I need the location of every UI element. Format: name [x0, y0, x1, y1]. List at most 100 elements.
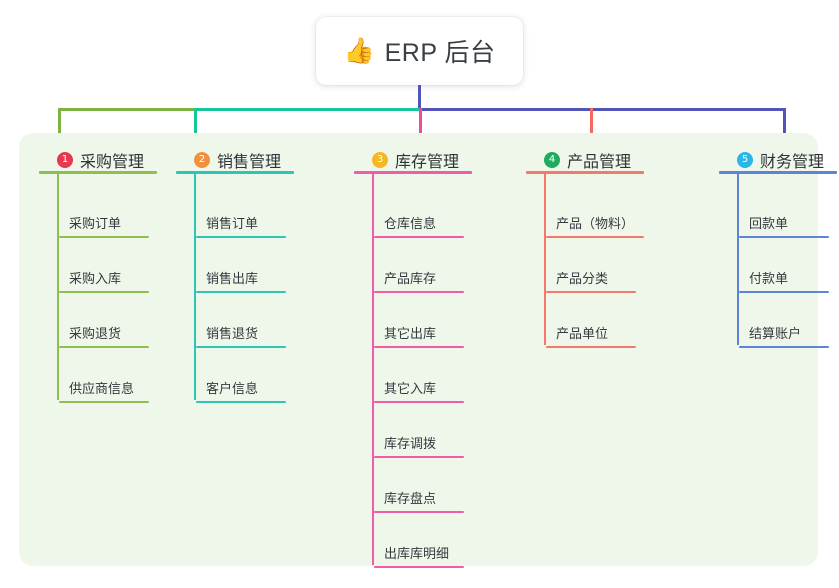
branch-title: 销售管理 — [217, 154, 282, 171]
branch-trunk — [737, 171, 739, 345]
leaf-rule — [196, 236, 286, 238]
leaf-rule — [59, 236, 149, 238]
leaf-label: 销售退货 — [206, 326, 259, 341]
leaf-label: 产品分类 — [556, 271, 609, 286]
leaf-item[interactable]: 销售订单 — [196, 213, 286, 238]
leaf-label: 供应商信息 — [69, 381, 135, 396]
leaf-label: 采购订单 — [69, 216, 122, 231]
branch-drop-2 — [194, 108, 197, 141]
root-stem-connector — [418, 85, 421, 111]
leaf-rule — [374, 236, 464, 238]
leaf-item[interactable]: 产品单位 — [546, 323, 636, 348]
leaf-item[interactable]: 销售退货 — [196, 323, 286, 348]
leaf-label: 产品（物料） — [556, 216, 635, 231]
leaf-item[interactable]: 结算账户 — [739, 323, 829, 348]
leaf-label: 产品库存 — [384, 271, 437, 286]
leaf-rule — [59, 291, 149, 293]
leaf-rule — [374, 566, 464, 568]
leaf-item[interactable]: 付款单 — [739, 268, 829, 293]
leaf-label: 库存调拨 — [384, 436, 437, 451]
leaf-item[interactable]: 回款单 — [739, 213, 829, 238]
branch-trunk — [372, 171, 374, 565]
branch-header-rule — [719, 171, 837, 174]
leaf-rule — [374, 511, 464, 513]
leaf-rule — [739, 236, 829, 238]
branch-trunk — [544, 171, 546, 345]
leaf-rule — [196, 291, 286, 293]
leaf-label: 结算账户 — [749, 326, 802, 341]
leaf-rule — [739, 291, 829, 293]
leaf-item[interactable]: 出库库明细 — [374, 543, 464, 568]
leaf-rule — [59, 346, 149, 348]
branch-header-3[interactable]: 3 库存管理 — [354, 145, 459, 175]
leaf-rule — [739, 346, 829, 348]
branches-panel: 1 采购管理采购订单采购入库采购退货供应商信息 2 销售管理销售订单销售出库销售退货客… — [19, 133, 837, 568]
root-node[interactable]: 👍 ERP 后台 — [316, 17, 523, 85]
branch-trunk — [57, 171, 59, 400]
leaf-label: 其它入库 — [384, 381, 437, 396]
branch-number-badge: 4 — [544, 152, 560, 168]
branch-number-badge: 2 — [194, 152, 210, 168]
leaf-rule — [374, 401, 464, 403]
branch-title: 产品管理 — [567, 154, 632, 171]
leaf-rule — [374, 456, 464, 458]
leaf-label: 其它出库 — [384, 326, 437, 341]
branch-header-rule — [526, 171, 644, 174]
branch-number-badge: 5 — [737, 152, 753, 168]
leaf-item[interactable]: 其它出库 — [374, 323, 464, 348]
leaf-rule — [196, 401, 286, 403]
thumbs-up-icon: 👍 — [343, 36, 375, 65]
branch-drop-3 — [419, 108, 422, 141]
leaf-label: 销售出库 — [206, 271, 259, 286]
leaf-item[interactable]: 库存盘点 — [374, 488, 464, 513]
leaf-item[interactable]: 供应商信息 — [59, 378, 149, 403]
leaf-item[interactable]: 销售出库 — [196, 268, 286, 293]
leaf-rule — [196, 346, 286, 348]
leaf-rule — [546, 291, 636, 293]
branch-number-badge: 3 — [372, 152, 388, 168]
leaf-label: 销售订单 — [206, 216, 259, 231]
branch-drop-1 — [58, 108, 61, 141]
leaf-label: 付款单 — [749, 271, 789, 286]
leaf-item[interactable]: 客户信息 — [196, 378, 286, 403]
bar-segment-teal — [195, 108, 420, 111]
branch-header-1[interactable]: 1 采购管理 — [39, 145, 144, 175]
leaf-item[interactable]: 产品分类 — [546, 268, 636, 293]
leaf-item[interactable]: 仓库信息 — [374, 213, 464, 238]
branch-header-2[interactable]: 2 销售管理 — [176, 145, 281, 175]
branch-header-rule — [354, 171, 472, 174]
leaf-item[interactable]: 产品库存 — [374, 268, 464, 293]
leaf-item[interactable]: 采购订单 — [59, 213, 149, 238]
branch-drop-5 — [783, 108, 786, 141]
bar-segment-green — [58, 108, 195, 111]
branch-header-rule — [39, 171, 157, 174]
leaf-rule — [546, 236, 644, 238]
leaf-label: 客户信息 — [206, 381, 259, 396]
branch-number-badge: 1 — [57, 152, 73, 168]
leaf-rule — [374, 346, 464, 348]
branch-header-4[interactable]: 4 产品管理 — [526, 145, 631, 175]
leaf-item[interactable]: 产品（物料） — [546, 213, 644, 238]
leaf-label: 采购退货 — [69, 326, 122, 341]
branch-title: 财务管理 — [760, 154, 825, 171]
leaf-label: 产品单位 — [556, 326, 609, 341]
branch-header-5[interactable]: 5 财务管理 — [719, 145, 824, 175]
leaf-item[interactable]: 其它入库 — [374, 378, 464, 403]
branch-title: 采购管理 — [80, 154, 145, 171]
leaf-label: 出库库明细 — [384, 546, 450, 561]
leaf-label: 库存盘点 — [384, 491, 437, 506]
root-title: ERP 后台 — [384, 39, 496, 67]
branch-drop-4 — [590, 108, 593, 141]
branch-title: 库存管理 — [395, 154, 460, 171]
leaf-rule — [546, 346, 636, 348]
leaf-item[interactable]: 采购入库 — [59, 268, 149, 293]
branch-header-rule — [176, 171, 294, 174]
leaf-label: 仓库信息 — [384, 216, 437, 231]
leaf-rule — [59, 401, 149, 403]
leaf-label: 回款单 — [749, 216, 789, 231]
bar-segment-indigo — [420, 108, 784, 111]
leaf-item[interactable]: 库存调拨 — [374, 433, 464, 458]
leaf-item[interactable]: 采购退货 — [59, 323, 149, 348]
leaf-rule — [374, 291, 464, 293]
